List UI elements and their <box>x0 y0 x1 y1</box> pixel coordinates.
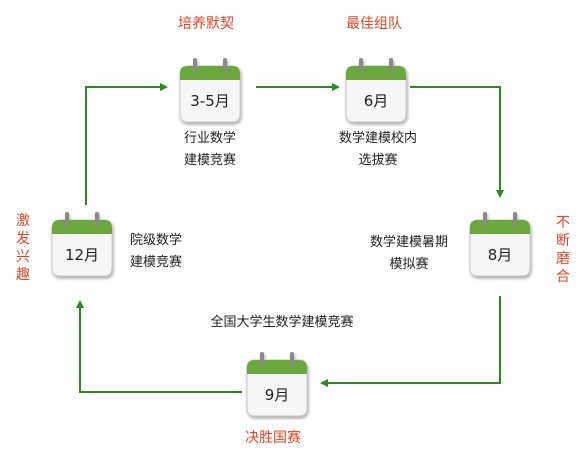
desc-dec-line-1: 院级数学 <box>130 233 183 248</box>
desc-aug-line-2: 模拟赛 <box>389 257 429 272</box>
phase-title-aug: 不断磨合 <box>556 215 570 285</box>
phase-title-mar-may: 培养默契 <box>178 16 234 32</box>
calendar-month-mar-may: 3-5月 <box>190 92 230 110</box>
arrow-dec-to-mar <box>85 83 168 205</box>
phase-title-dec: 激发兴趣 <box>16 213 30 283</box>
calendar-icon-dec: 12月 <box>51 212 113 277</box>
arrow-aug-to-sep <box>320 296 501 387</box>
desc-aug-line-1: 数学建模暑期 <box>369 235 448 250</box>
desc-mar-may-line-1: 行业数学 <box>183 131 236 146</box>
calendar-month-dec: 12月 <box>65 246 99 264</box>
desc-sep: 全国大学生数学建模竞赛 <box>182 312 382 334</box>
desc-dec-line-2: 建模竞赛 <box>130 255 183 270</box>
calendar-month-aug: 8月 <box>488 246 513 264</box>
desc-jun-line-1: 数学建模校内 <box>338 131 417 146</box>
calendar-icon-aug: 8月 <box>469 212 531 277</box>
desc-mar-may: 行业数学 建模竞赛 <box>172 128 248 172</box>
phase-title-sep: 决胜国赛 <box>245 430 301 446</box>
desc-mar-may-line-2: 建模竞赛 <box>183 153 236 168</box>
desc-aug: 数学建模暑期 模拟赛 <box>350 232 468 276</box>
arrow-jun-to-aug <box>410 86 504 198</box>
flow-arrows <box>76 83 504 393</box>
desc-dec: 院级数学 建模竞赛 <box>130 230 210 274</box>
calendar-icon-jun: 6月 <box>345 58 407 123</box>
desc-sep-line-1: 全国大学生数学建模竞赛 <box>210 315 354 330</box>
desc-jun-line-2: 选拔赛 <box>358 153 398 168</box>
calendar-month-jun: 6月 <box>364 92 389 110</box>
desc-jun: 数学建模校内 选拔赛 <box>318 128 438 172</box>
calendar-month-sep: 9月 <box>265 386 290 404</box>
calendar-icon-sep: 9月 <box>246 352 308 417</box>
calendar-icon-mar-may: 3-5月 <box>179 58 241 123</box>
phase-title-jun: 最佳组队 <box>346 16 402 32</box>
arrow-sep-to-dec <box>76 300 242 393</box>
